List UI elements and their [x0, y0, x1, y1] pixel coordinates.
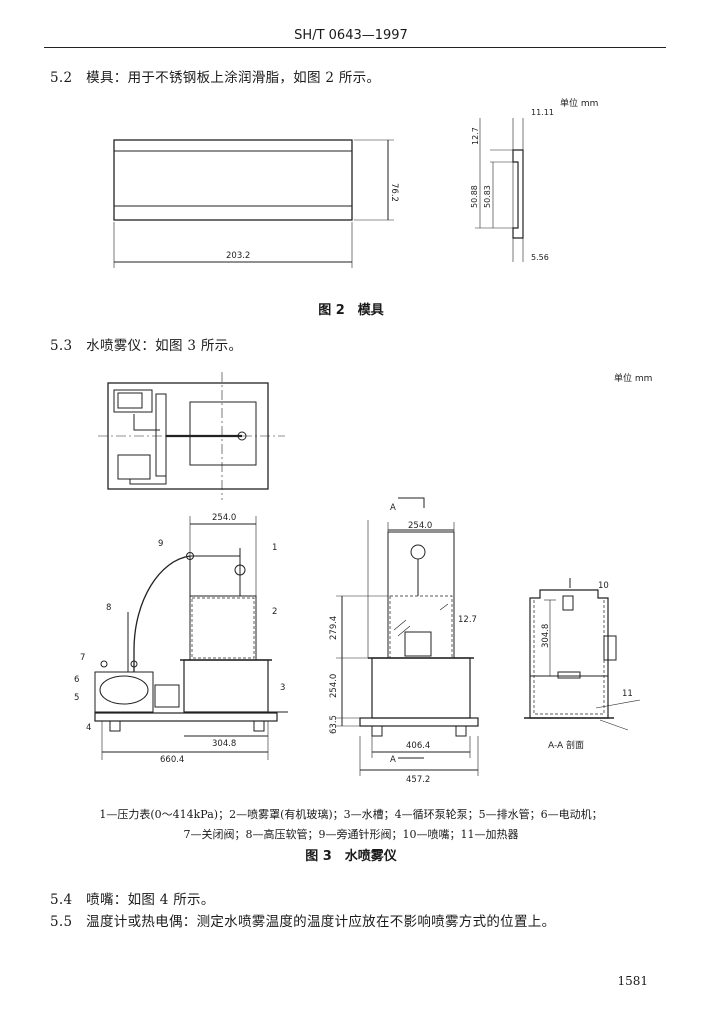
- header-rule: [44, 47, 666, 48]
- callout-10: 10: [598, 581, 609, 591]
- callout-4: 4: [86, 723, 91, 733]
- callout-3: 3: [280, 683, 285, 693]
- fig3-section-height: 304.8: [541, 624, 551, 648]
- fig2-d3: 50.88: [470, 185, 479, 208]
- fig3-side-h3: 63.5: [329, 715, 339, 734]
- fig3-side-h1: 279.4: [329, 616, 339, 640]
- callout-9: 9: [158, 539, 163, 549]
- fig2-width-label: 203.2: [226, 251, 250, 261]
- figure-2-caption: 图 2 模具: [318, 303, 384, 318]
- section-5-3: 5.3 水喷雾仪：如图 3 所示。: [50, 338, 243, 354]
- page-number: 1581: [617, 974, 648, 988]
- fig3-side-w1: 406.4: [406, 741, 430, 751]
- fig2-d2: 12.7: [471, 127, 480, 145]
- fig3-side-h2: 254.0: [329, 674, 339, 698]
- fig3-front-bottom-1: 304.8: [212, 739, 236, 749]
- callout-1: 1: [272, 543, 277, 553]
- callout-11: 11: [622, 689, 633, 699]
- callout-6: 6: [74, 675, 79, 685]
- fig3-unit: 单位 mm: [614, 372, 652, 384]
- fig3-section-label: A-A 剖面: [548, 739, 584, 751]
- fig2-d5: 5.56: [531, 253, 549, 262]
- fig2-height-label: 76.2: [389, 183, 399, 202]
- fig3-section-marker-bottom: A: [390, 755, 396, 765]
- callout-5: 5: [74, 693, 79, 703]
- figure-3-caption: 图 3 水喷雾仪: [305, 849, 397, 864]
- fig2-d4: 50.83: [483, 185, 492, 208]
- fig3-front-top-width: 254.0: [212, 513, 236, 523]
- section-5-2: 5.2 模具：用于不锈钢板上涂润滑脂，如图 2 所示。: [50, 70, 381, 86]
- fig3-side-small: 12.7: [458, 615, 477, 625]
- standard-code-header: SH/T 0643—1997: [294, 28, 408, 43]
- callout-2: 2: [272, 607, 277, 617]
- fig3-side-w2: 457.2: [406, 775, 430, 785]
- figure-3-legend-line-2: 7—关闭阀；8—高压软管；9—旁通针形阀；10—喷嘴；11—加热器: [183, 828, 519, 841]
- callout-8: 8: [106, 603, 111, 613]
- fig2-unit: 单位 mm: [560, 97, 598, 109]
- section-5-4: 5.4 喷嘴：如图 4 所示。: [50, 892, 215, 908]
- fig3-side-top-width: 254.0: [408, 521, 432, 531]
- fig2-d1: 11.11: [531, 108, 554, 117]
- fig3-section-marker-top: A: [390, 503, 396, 513]
- figure-3-legend-line-1: 1—压力表(0～414kPa)；2—喷雾罩(有机玻璃)；3—水槽；4—循环泵轮泵…: [99, 808, 603, 821]
- section-5-5: 5.5 温度计或热电偶：测定水喷雾温度的温度计应放在不影响喷雾方式的位置上。: [50, 914, 556, 930]
- callout-7: 7: [80, 653, 85, 663]
- fig3-front-bottom-2: 660.4: [160, 755, 184, 765]
